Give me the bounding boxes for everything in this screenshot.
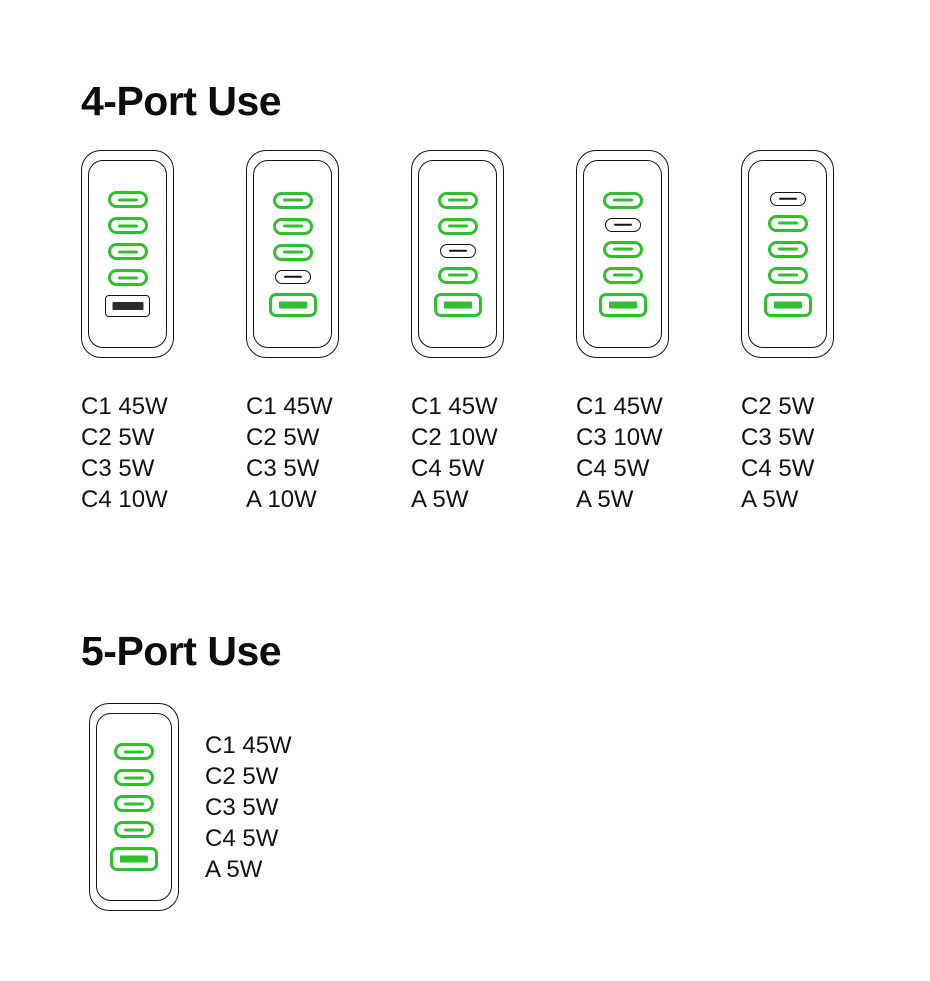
charger-column: C2 5W C3 5W C4 5W A 5W: [741, 150, 841, 515]
port-power-label: C4 5W: [205, 824, 279, 852]
four-port-charger-row: C1 45W C2 5W C3 5W C4 10W C1 45W C2 5W C3 5W A …: [81, 150, 881, 515]
port-power-label: C4 10W: [81, 486, 168, 513]
port-power-label: C2 5W: [246, 424, 320, 451]
port-power-label: C2 5W: [81, 424, 155, 451]
usb-c-port-active-icon: [767, 240, 808, 258]
usb-c-port-active-icon: [602, 240, 643, 258]
usb-a-port-active-icon: [598, 292, 647, 317]
usb-c-port-active-icon: [272, 243, 313, 261]
port-power-label: C3 5W: [246, 455, 320, 482]
charger-face: [748, 160, 827, 348]
charger-body: [246, 150, 339, 358]
usb-c-port-active-icon: [437, 191, 478, 209]
port-group: [97, 743, 171, 871]
charger-face: [88, 160, 167, 348]
usb-a-port-active-icon: [433, 292, 482, 317]
usb-a-port-active-icon: [268, 292, 317, 317]
port-power-label: C1 45W: [576, 393, 663, 420]
section-title-four-port: 4-Port Use: [81, 78, 282, 125]
usb-c-port-active-icon: [107, 217, 148, 234]
port-power-label: C3 5W: [741, 424, 815, 451]
usb-c-port-active-icon: [114, 821, 154, 838]
usb-c-port-active-icon: [602, 191, 643, 209]
usb-c-port-inactive-icon: [439, 243, 476, 258]
usb-c-port-active-icon: [114, 743, 154, 760]
port-power-label: C4 5W: [411, 455, 485, 482]
port-power-label-list: C2 5W C3 5W C4 5W A 5W: [741, 391, 814, 515]
charger-body: [81, 150, 174, 358]
port-group: [89, 191, 166, 317]
usb-c-port-inactive-icon: [274, 269, 311, 284]
port-power-label-list: C1 45W C2 5W C3 5W A 10W: [246, 391, 333, 515]
usb-c-port-active-icon: [767, 214, 808, 232]
usb-c-port-active-icon: [107, 269, 148, 286]
port-power-label: C2 10W: [411, 424, 498, 451]
port-power-label: C1 45W: [411, 393, 498, 420]
port-power-label-list: C1 45W C2 10W C4 5W A 5W: [411, 391, 498, 515]
charger-column: C1 45W C2 5W C3 5W A 10W: [246, 150, 346, 515]
port-power-label: C1 45W: [205, 731, 292, 759]
usb-c-port-active-icon: [602, 266, 643, 284]
port-group: [749, 191, 826, 317]
usb-c-port-active-icon: [272, 191, 313, 209]
usb-c-port-active-icon: [437, 266, 478, 284]
usb-c-port-active-icon: [114, 769, 154, 786]
charger-face: [418, 160, 497, 348]
charger-column: C1 45W C2 10W C4 5W A 5W: [411, 150, 511, 515]
port-power-label: A 5W: [576, 486, 634, 513]
charger-face: [583, 160, 662, 348]
charger-body: [411, 150, 504, 358]
usb-c-port-active-icon: [272, 217, 313, 235]
port-power-label: C1 45W: [246, 393, 333, 420]
usb-a-port-inactive-icon: [105, 295, 150, 317]
port-power-label: C3 5W: [205, 793, 279, 821]
port-power-label: C4 5W: [576, 455, 650, 482]
port-power-label: A 5W: [411, 486, 469, 513]
port-power-label: C3 5W: [81, 455, 155, 482]
five-port-charger-group: C1 45W C2 5W C3 5W C4 5W A 5W: [89, 703, 292, 911]
port-power-label: C3 10W: [576, 424, 663, 451]
charger-column: C1 45W C3 10W C4 5W A 5W: [576, 150, 676, 515]
charger-face: [96, 713, 172, 901]
charger-body: [89, 703, 179, 911]
port-group: [419, 191, 496, 317]
usb-a-port-active-icon: [763, 292, 812, 317]
port-power-label: C4 5W: [741, 455, 815, 482]
usb-a-port-active-icon: [110, 847, 158, 871]
usb-c-port-active-icon: [107, 191, 148, 208]
usb-c-port-active-icon: [114, 795, 154, 812]
port-power-label: C2 5W: [741, 393, 815, 420]
port-power-label: A 5W: [741, 486, 799, 513]
usb-c-port-inactive-icon: [604, 217, 641, 232]
usb-c-port-active-icon: [107, 243, 148, 260]
charger-column: C1 45W C2 5W C3 5W C4 10W: [81, 150, 181, 515]
section-title-five-port: 5-Port Use: [81, 628, 282, 675]
usb-c-port-inactive-icon: [769, 191, 806, 206]
charger-body: [576, 150, 669, 358]
port-power-label: C1 45W: [81, 393, 168, 420]
port-power-label: A 10W: [246, 486, 317, 513]
charger-face: [253, 160, 332, 348]
port-power-label: A 5W: [205, 855, 263, 883]
port-power-label-list: C1 45W C2 5W C3 5W C4 5W A 5W: [205, 730, 292, 885]
port-power-label-list: C1 45W C2 5W C3 5W C4 10W: [81, 391, 168, 515]
usb-c-port-active-icon: [767, 266, 808, 284]
port-power-label-list: C1 45W C3 10W C4 5W A 5W: [576, 391, 663, 515]
port-group: [584, 191, 661, 317]
usb-c-port-active-icon: [437, 217, 478, 235]
port-group: [254, 191, 331, 317]
charger-body: [741, 150, 834, 358]
port-power-label: C2 5W: [205, 762, 279, 790]
